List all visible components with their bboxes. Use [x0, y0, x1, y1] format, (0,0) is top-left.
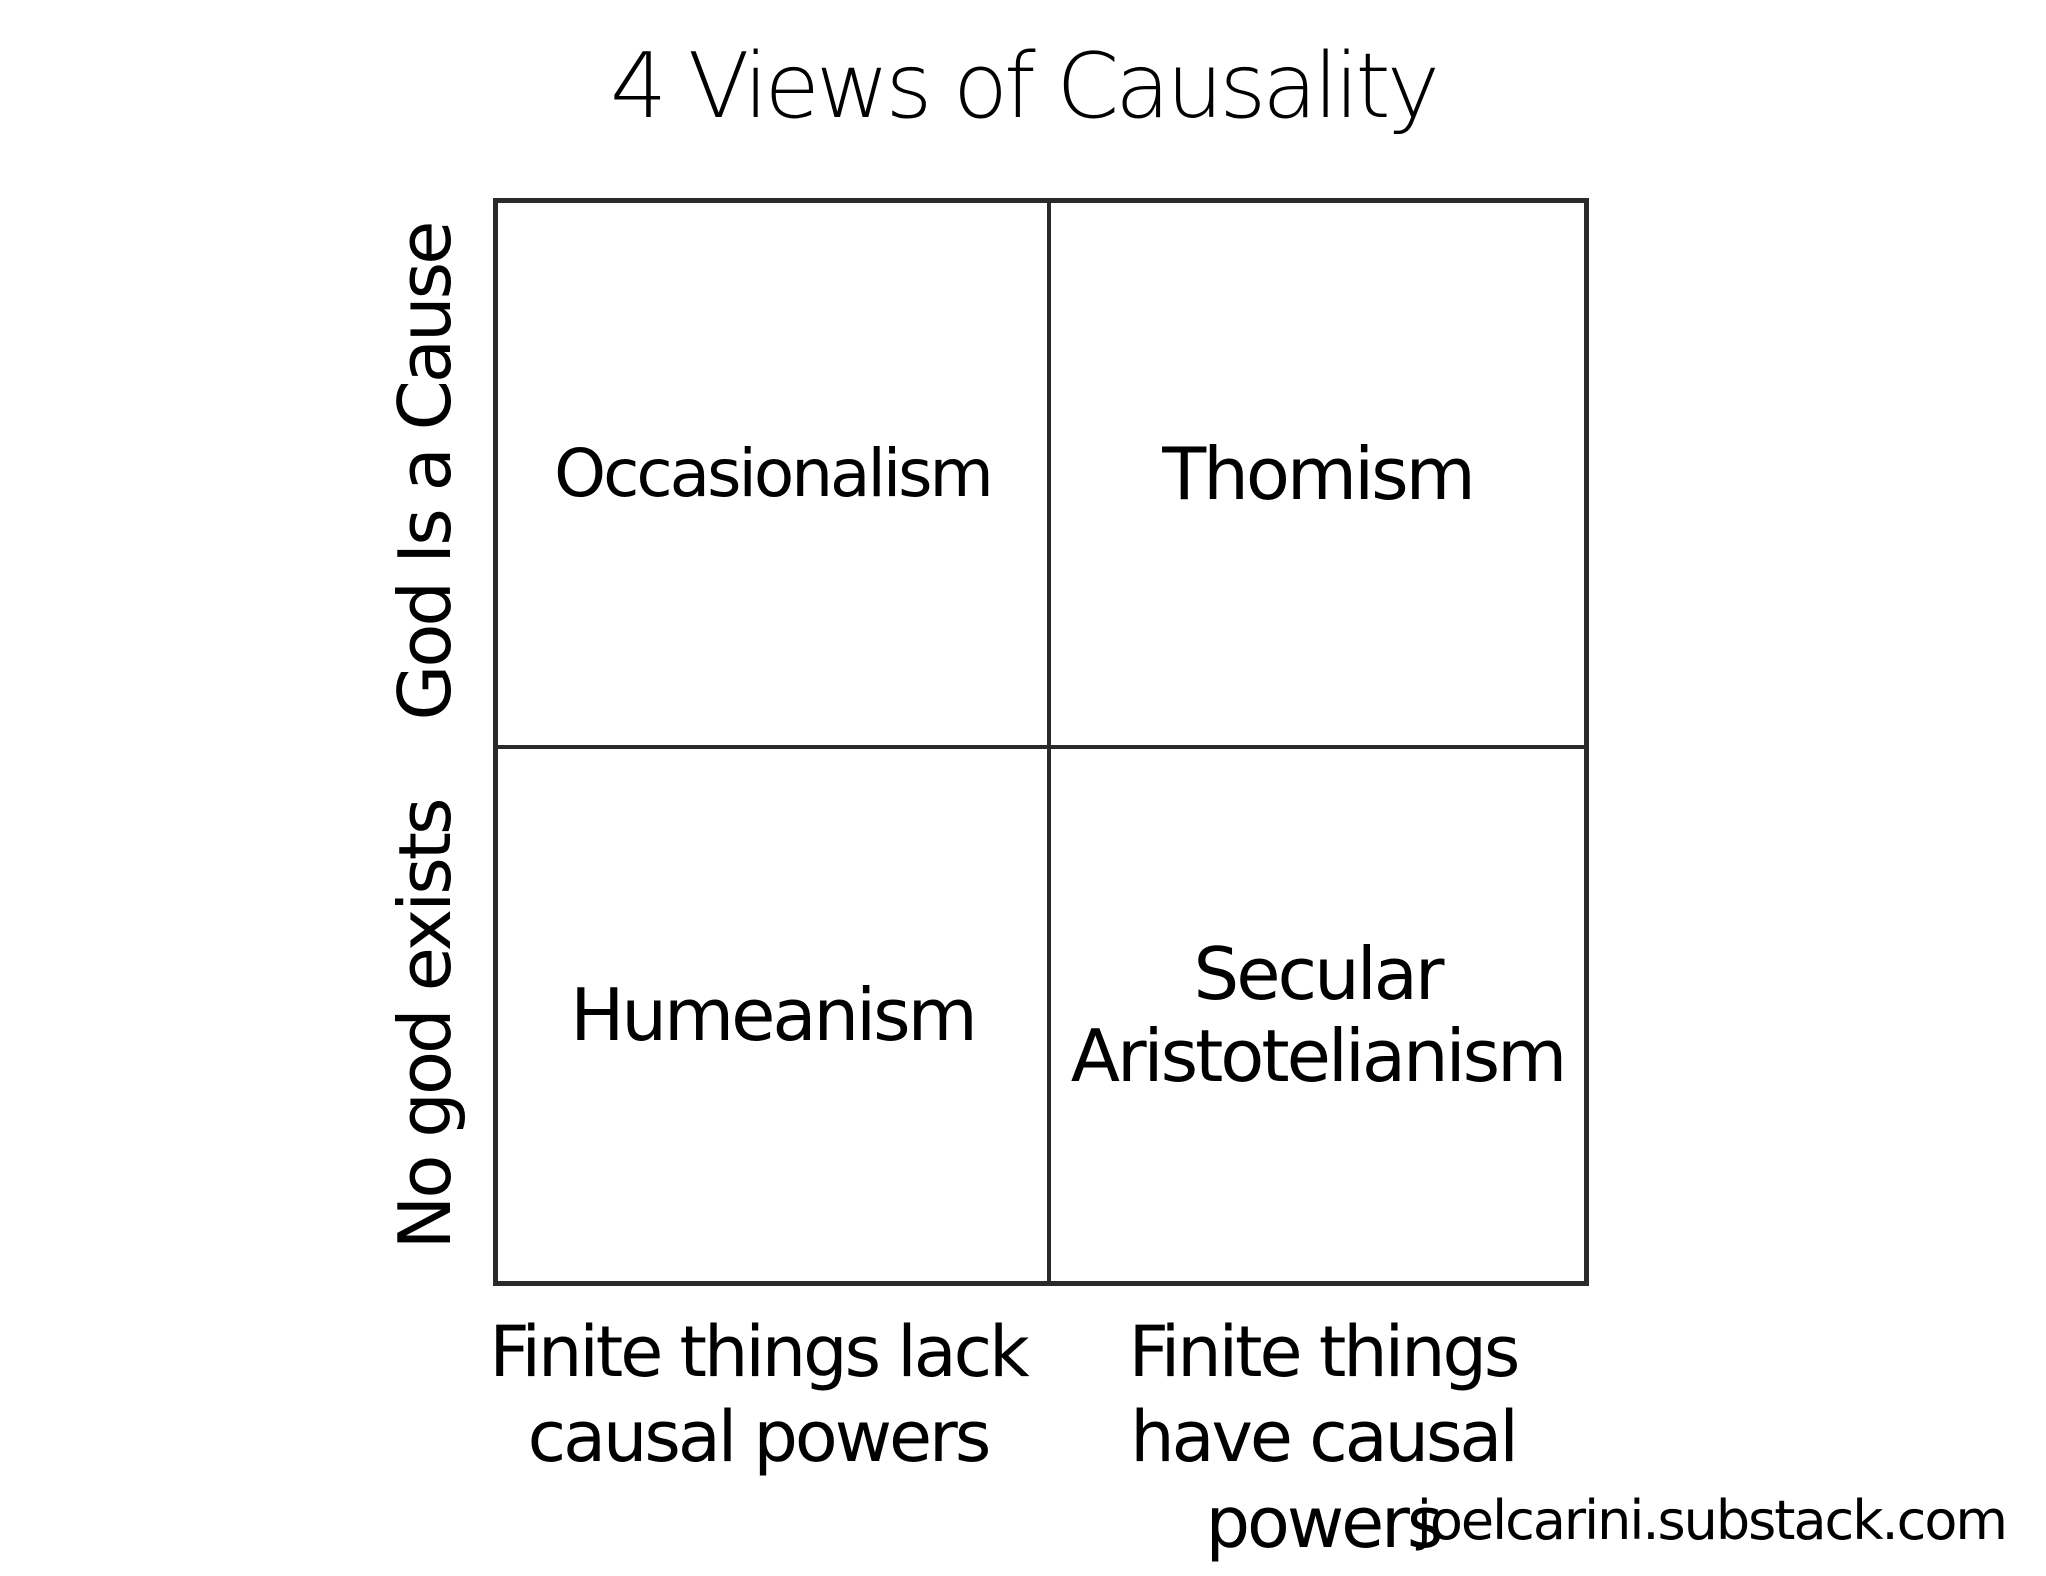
cell-label-humeanism: Humeanism [570, 972, 978, 1057]
cell-bottom-left: Humeanism [498, 749, 1047, 1281]
cell-label-thomism: Thomism [1162, 431, 1475, 516]
grid-horizontal-divider [498, 745, 1584, 749]
row-label-god-is-cause: God Is a Cause [383, 223, 467, 721]
cell-label-secular-aristotelianism: Secular Aristotelianism [1070, 931, 1568, 1098]
source-url: joelcarini.substack.com [1416, 1489, 2008, 1552]
cell-bottom-right: Secular Aristotelianism [1051, 749, 1584, 1281]
diagram-title: 4 Views of Causality [610, 34, 1440, 139]
cell-top-right: Thomism [1051, 203, 1584, 745]
grid-vertical-divider [1047, 203, 1051, 1281]
quadrant-grid: Occasionalism Thomism Humeanism Secular … [493, 198, 1589, 1286]
column-label-have-powers: Finite things have causal powers [1128, 1311, 1521, 1564]
row-label-no-god: No god exists [383, 800, 467, 1250]
column-label-lack-powers: Finite things lack causal powers [489, 1311, 1029, 1479]
cell-label-occasionalism: Occasionalism [554, 435, 994, 513]
cell-top-left: Occasionalism [498, 203, 1047, 745]
